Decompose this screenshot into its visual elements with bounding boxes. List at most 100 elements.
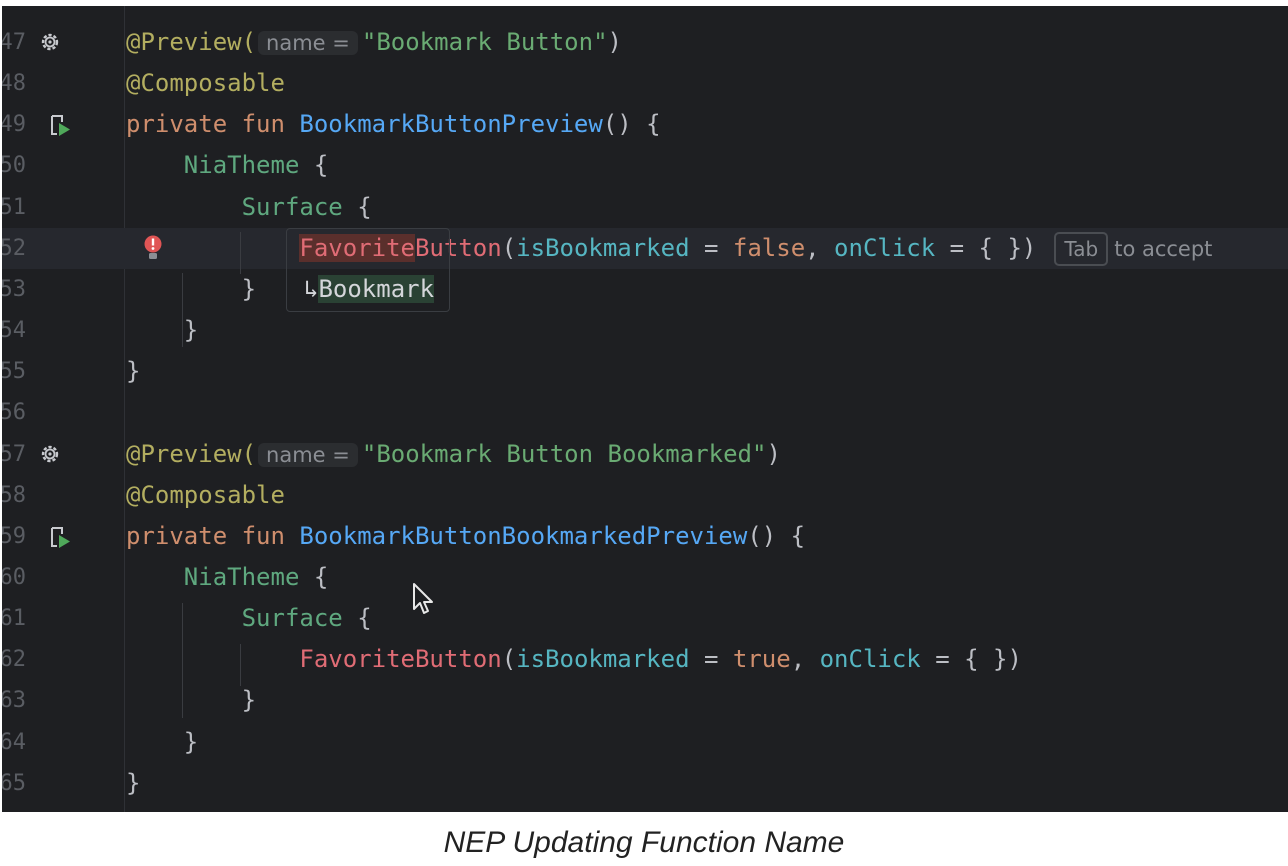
code-token: onClick xyxy=(834,233,936,262)
code-line[interactable]: 54 } xyxy=(2,310,1288,351)
line-number: 63 xyxy=(2,688,26,714)
code-line[interactable]: 53 } xyxy=(2,269,1288,310)
code-token: Button xyxy=(414,233,502,262)
line-number: 48 xyxy=(2,71,26,97)
line-number: 50 xyxy=(2,153,26,179)
code-text: NiaTheme { xyxy=(126,557,329,598)
code-text: Surface { xyxy=(126,598,372,639)
gear-icon[interactable] xyxy=(39,443,61,469)
code-line[interactable]: 56 xyxy=(2,392,1288,433)
run-preview-icon[interactable] xyxy=(48,113,74,143)
code-token: @Preview( xyxy=(126,439,257,468)
indent-guide xyxy=(240,232,241,274)
next-edit-suggestion-box[interactable] xyxy=(286,228,450,312)
code-line[interactable]: 65} xyxy=(2,763,1288,804)
indent-guide xyxy=(182,603,183,718)
code-token: { xyxy=(299,562,329,591)
line-number: 61 xyxy=(2,606,26,632)
code-token: { xyxy=(342,192,372,221)
line-number: 58 xyxy=(2,482,26,508)
code-token: , xyxy=(790,645,820,674)
code-line[interactable]: 57 @Preview(name ="Bookmark Button Bookma… xyxy=(2,434,1288,475)
code-text: } xyxy=(126,722,198,763)
code-line[interactable]: 48@Composable xyxy=(2,63,1288,104)
code-token: () { xyxy=(602,110,661,139)
code-token: onClick xyxy=(819,645,921,674)
gear-icon[interactable] xyxy=(39,31,61,57)
code-token: = xyxy=(689,645,733,674)
line-number: 64 xyxy=(2,729,26,755)
code-editor[interactable]: 47@Preview(name ="Bookmark Button")48@Co… xyxy=(2,6,1288,812)
code-token: = xyxy=(689,233,733,262)
code-token: NiaTheme xyxy=(183,151,300,180)
code-line[interactable]: 63 } xyxy=(2,680,1288,721)
code-line[interactable]: 58 @Composable xyxy=(2,475,1288,516)
code-line[interactable]: 60 NiaTheme { xyxy=(2,557,1288,598)
code-token: } xyxy=(126,727,199,756)
code-token: @Preview( xyxy=(126,28,257,56)
code-token: true xyxy=(732,645,791,674)
code-line[interactable]: 50 NiaTheme { xyxy=(2,145,1288,186)
code-line[interactable]: 52 FavoriteButton(isBookmarked = false, … xyxy=(2,227,1288,270)
code-line[interactable]: 62 FavoriteButton(isBookmarked = true, o… xyxy=(2,639,1288,680)
code-token: @Composable xyxy=(126,480,285,509)
code-text: FavoriteButton(isBookmarked = true, onCl… xyxy=(126,639,1022,680)
line-number: 51 xyxy=(2,194,26,220)
suggestion-arrow: ↳ xyxy=(304,275,319,303)
code-text: @Preview(name ="Bookmark Button Bookmark… xyxy=(126,434,781,476)
code-text: FavoriteButton(isBookmarked = false, onC… xyxy=(126,228,1212,270)
code-token: BookmarkButtonBookmarkedPreview xyxy=(299,521,748,550)
code-token: NiaTheme xyxy=(183,562,300,591)
code-token: { xyxy=(299,151,329,180)
code-token: () { xyxy=(747,521,806,550)
code-token: ) xyxy=(607,28,622,56)
bulb-error-icon[interactable] xyxy=(142,234,164,266)
code-line[interactable]: 64 } xyxy=(2,722,1288,763)
suggested-replacement[interactable]: ↳Bookmark xyxy=(304,271,435,307)
deleted-token: Favorite xyxy=(299,233,415,262)
code-token xyxy=(126,604,242,632)
code-line[interactable]: 51 Surface { xyxy=(2,187,1288,228)
code-line[interactable]: 47 @Preview(name ="Bookmark Button") xyxy=(2,22,1288,63)
code-line[interactable]: 55} xyxy=(2,351,1288,392)
code-token: } xyxy=(126,686,257,715)
code-token: isBookmarked xyxy=(516,233,690,262)
code-token: private fun xyxy=(126,521,300,550)
run-preview-icon[interactable] xyxy=(48,525,74,555)
code-text: } xyxy=(126,310,198,351)
code-text: @Preview(name ="Bookmark Button") xyxy=(126,22,622,64)
code-line[interactable]: 61 Surface { xyxy=(2,598,1288,639)
accept-hint-text: to accept xyxy=(1114,236,1213,261)
code-token: ( xyxy=(501,645,517,674)
line-number: 55 xyxy=(2,359,26,385)
code-text: @Composable xyxy=(126,475,285,516)
gutter-divider xyxy=(124,6,125,812)
code-token: = { }) xyxy=(935,233,1037,262)
code-token: { xyxy=(342,604,372,633)
tab-key-hint: Tab xyxy=(1054,231,1109,266)
line-number: 57 xyxy=(2,441,26,467)
mouse-cursor-icon xyxy=(413,583,433,614)
code-token: FavoriteButton xyxy=(299,645,502,674)
code-token: } xyxy=(126,316,199,345)
suggestion-text: Bookmark xyxy=(318,275,435,303)
line-number: 52 xyxy=(2,235,26,261)
line-number: 49 xyxy=(2,112,26,138)
line-number: 47 xyxy=(2,30,26,55)
code-token xyxy=(126,151,184,179)
line-number: 53 xyxy=(2,276,26,302)
code-token: } xyxy=(126,274,257,303)
code-token: , xyxy=(805,233,835,262)
code-token: Surface xyxy=(241,604,343,633)
indent-guide xyxy=(240,644,241,686)
line-number: 65 xyxy=(2,770,26,796)
code-token: "Bookmark Button Bookmarked" xyxy=(361,439,767,468)
code-token xyxy=(126,645,299,673)
inlay-hint: name = xyxy=(258,442,358,467)
line-number: 56 xyxy=(2,400,26,426)
code-text: } xyxy=(126,351,140,392)
code-token: ( xyxy=(501,233,517,262)
code-token: } xyxy=(126,357,141,386)
